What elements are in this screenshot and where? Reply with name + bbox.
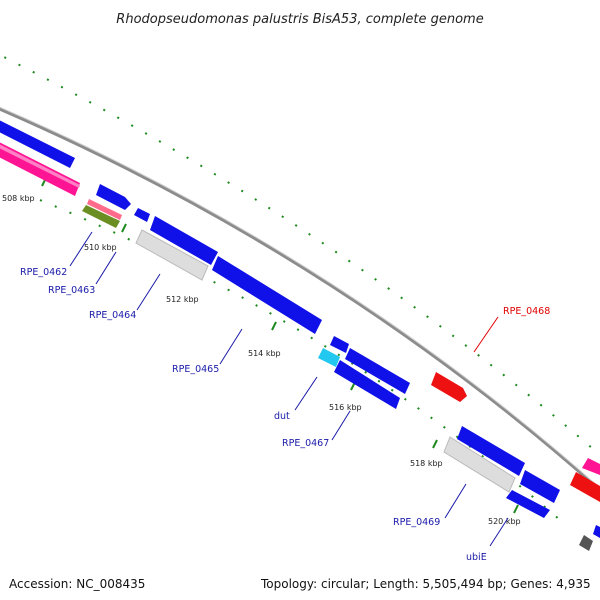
gene-rpe0465 [212,256,322,334]
genome-backbone-highlight [0,106,600,489]
scale-label: 514 kbp [248,349,281,358]
gene-small-blue-2 [330,336,349,353]
gene-right-grey [579,535,593,551]
gene-small-blue [134,208,150,222]
gene-ubie [520,470,560,503]
gene-blue-lower [506,490,550,518]
scale-label: 516 kbp [329,403,362,412]
gene-rpe0467-upper [345,348,410,394]
gene-rpe0462 [96,184,131,210]
gene-rpe0468 [431,372,467,402]
gene-right-red [570,472,600,502]
scale-label: 508 kbp [2,194,35,203]
gene-grey [135,229,209,281]
leader-lines [69,231,509,547]
gene-right-blue [593,525,600,538]
gene-right-pink [582,458,600,475]
scale-label: 512 kbp [166,295,199,304]
gene-label-rpe0464: RPE_0464 [89,310,136,321]
topology-text: Topology: circular; Length: 5,505,494 bp… [260,577,591,591]
gene-label-rpe0463: RPE_0463 [48,285,95,296]
gene-rpe0463-olive [82,205,120,228]
gene-label-rpe0467: RPE_0467 [282,438,329,449]
genome-backbone [0,107,600,492]
gene-labels: RPE_0462 RPE_0463 RPE_0464 RPE_0465 dut … [20,267,550,563]
gene-label-rpe0469: RPE_0469 [393,517,440,528]
scale-label: 518 kbp [410,459,443,468]
gene-rpe0467-lower [334,360,400,409]
gene-label-rpe0465: RPE_0465 [172,364,219,375]
gene-cds-left-blue [0,120,75,168]
scale-ticks [41,177,519,514]
gene-dut [318,348,340,367]
gene-blocks [82,184,600,551]
gene-label-rpe0468: RPE_0468 [503,306,550,317]
map-title: Rhodopseudomonas palustris BisA53, compl… [116,12,483,27]
accession-text: Accession: NC_008435 [9,577,145,591]
gene-rpe0469 [457,426,525,476]
gene-label-ubie: ubiE [466,552,487,563]
gene-block-left [0,120,80,196]
gene-rpe0463-pink [87,199,122,220]
outer-tick-ring [0,53,600,456]
gene-label-dut: dut [274,411,290,422]
gene-rpe0464 [150,216,218,265]
scale-label: 520 kbp [488,517,521,526]
gene-label-rpe0462: RPE_0462 [20,267,67,278]
gene-grey-2 [443,436,516,493]
scale-labels: 508 kbp 510 kbp 512 kbp 514 kbp 516 kbp … [2,194,521,526]
scale-label: 510 kbp [84,243,117,252]
